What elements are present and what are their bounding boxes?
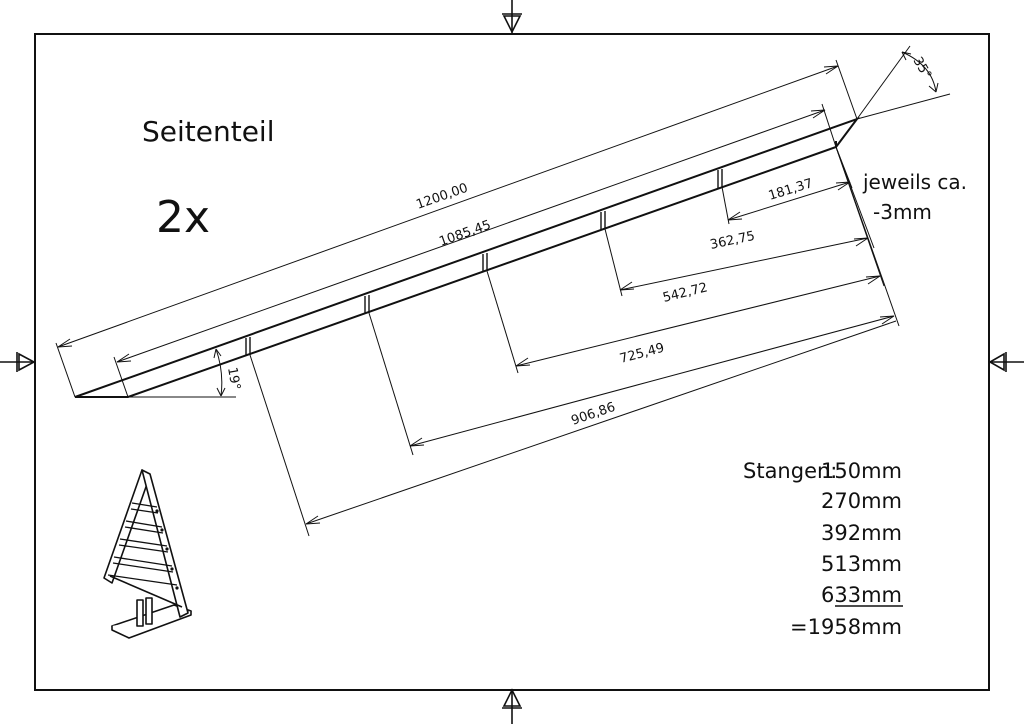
parts-list-label: Stangen: [743, 459, 837, 483]
tree-stand-post [145, 597, 153, 625]
center-mark-bottom [502, 688, 522, 724]
drawing-title: Seitenteil [142, 115, 275, 148]
tree-screw-dots [155, 509, 179, 590]
dim-text-725: 725,49 [618, 341, 666, 367]
rod-mark [364, 295, 370, 314]
center-mark-top [502, 0, 522, 34]
dimension-362 [604, 146, 875, 297]
rod-mark [600, 211, 606, 230]
dimension-725 [368, 146, 900, 456]
dim-text-906: 906,86 [569, 400, 617, 429]
parts-list-item: 633mm [821, 583, 902, 607]
tree-rods [107, 502, 178, 586]
parts-list-total: =1958mm [790, 615, 902, 639]
angle-dimension-bottom [128, 348, 236, 398]
dimension-lines [55, 45, 951, 537]
dimension-texts: 1200,00 1085,45 181,37 362,75 542,72 725… [224, 55, 934, 429]
dim-text-1085: 1085,45 [437, 218, 493, 250]
dimension-906 [249, 320, 897, 537]
dimension-1200 [55, 59, 858, 398]
tree-illustration [103, 469, 192, 639]
parts-list-item: 513mm [821, 552, 902, 576]
tree-stand-post [136, 599, 144, 627]
note-line-1: jeweils ca. [862, 170, 967, 194]
angle-text-top: 35° [910, 55, 935, 82]
angle-text-bottom: 19° [224, 366, 243, 391]
rod-position-marks [245, 169, 723, 356]
center-mark-right [988, 352, 1024, 372]
parts-list-item: 150mm [821, 459, 902, 483]
dim-text-542: 542,72 [661, 280, 709, 306]
rod-mark [482, 253, 488, 272]
rod-mark [717, 169, 723, 188]
dim-text-362: 362,75 [709, 229, 757, 253]
angle-dimension-top [856, 45, 951, 120]
dimension-1085 [113, 103, 837, 398]
parts-list-item: 392mm [821, 521, 902, 545]
side-part-beam [74, 116, 860, 398]
note-line-2: -3mm [873, 200, 932, 224]
dim-text-1200: 1200,00 [414, 181, 470, 213]
quantity-label: 2x [156, 192, 210, 243]
dim-text-181: 181,37 [767, 176, 815, 204]
center-mark-left [0, 352, 36, 372]
parts-list-item: 270mm [821, 489, 902, 513]
parts-list: Stangen: 150mm 270mm 392mm 513mm 633mm =… [743, 459, 903, 639]
rod-mark [245, 337, 251, 356]
